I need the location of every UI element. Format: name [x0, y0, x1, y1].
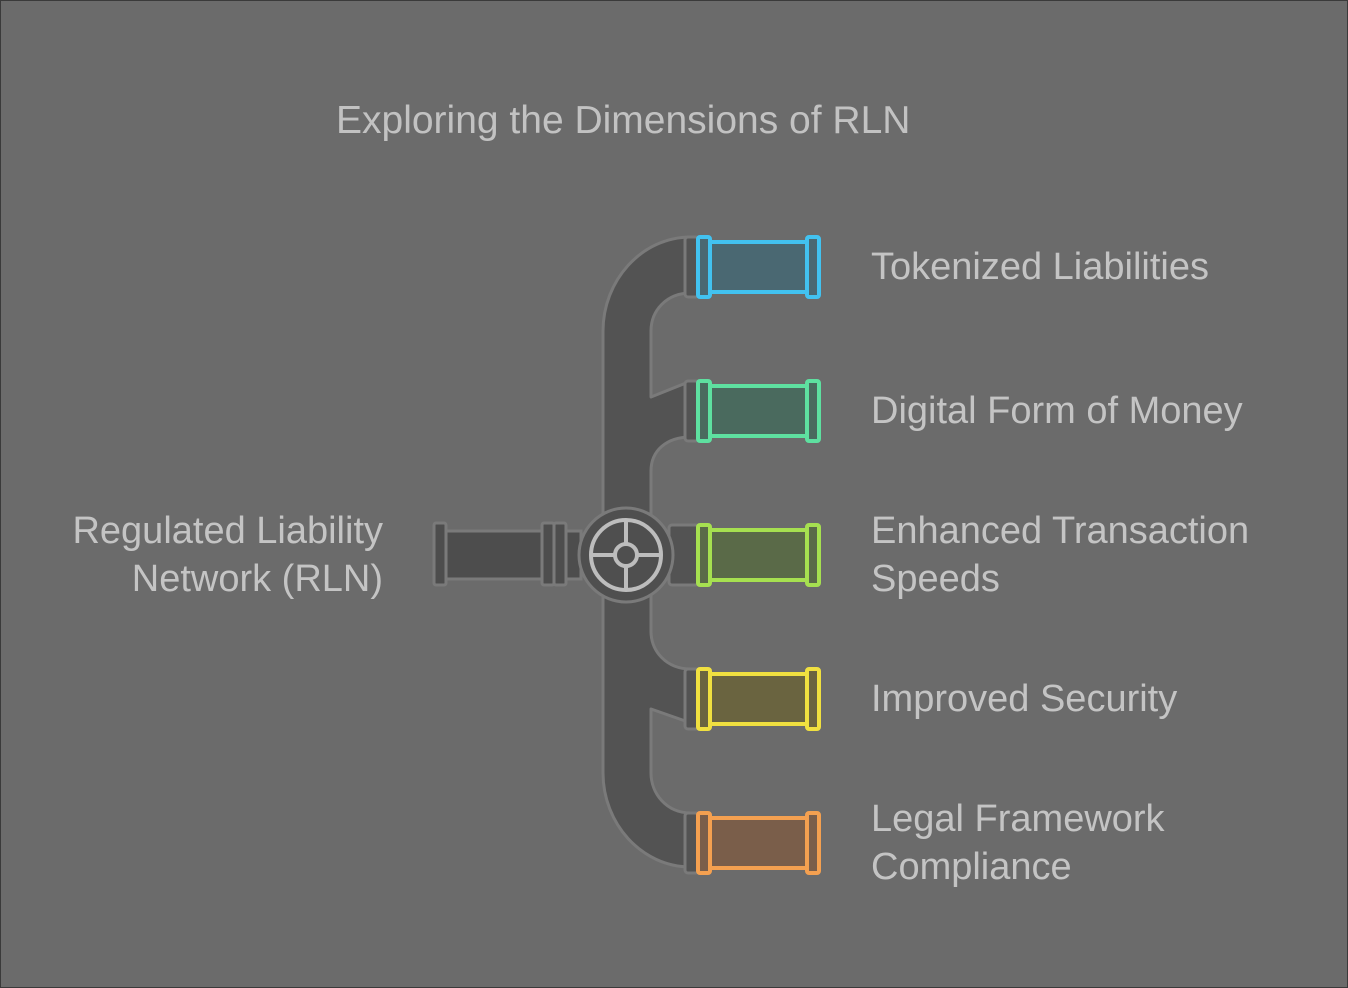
branch-label-line2: Compliance	[871, 846, 1072, 888]
branch-label-line1: Improved Security	[871, 678, 1178, 720]
outlet-pipe-3	[696, 523, 821, 587]
branch-label-line1: Tokenized Liabilities	[871, 246, 1209, 288]
valve-wheel-icon	[577, 506, 675, 604]
outlet-pipe-2	[696, 379, 821, 443]
branch-label-4: Improved Security	[871, 675, 1177, 723]
source-label: Regulated Liability Network (RLN)	[41, 507, 383, 603]
branch-label-line1: Enhanced Transaction	[871, 510, 1250, 552]
branch-label-line1: Digital Form of Money	[871, 390, 1243, 432]
diagram-title: Exploring the Dimensions of RLN	[336, 99, 911, 142]
outlet-pipes	[696, 235, 821, 875]
outlet-pipe-1	[696, 235, 821, 299]
source-label-line1: Regulated Liability	[72, 510, 383, 552]
branch-label-line1: Legal Framework	[871, 798, 1165, 840]
source-label-line2: Network (RLN)	[131, 558, 383, 600]
branch-label-1: Tokenized Liabilities	[871, 243, 1209, 291]
outlet-pipe-5	[696, 811, 821, 875]
inlet-pipe	[432, 521, 583, 587]
outlet-pipe-4	[696, 667, 821, 731]
branch-label-line2: Speeds	[871, 558, 1000, 600]
branch-label-2: Digital Form of Money	[871, 387, 1243, 435]
